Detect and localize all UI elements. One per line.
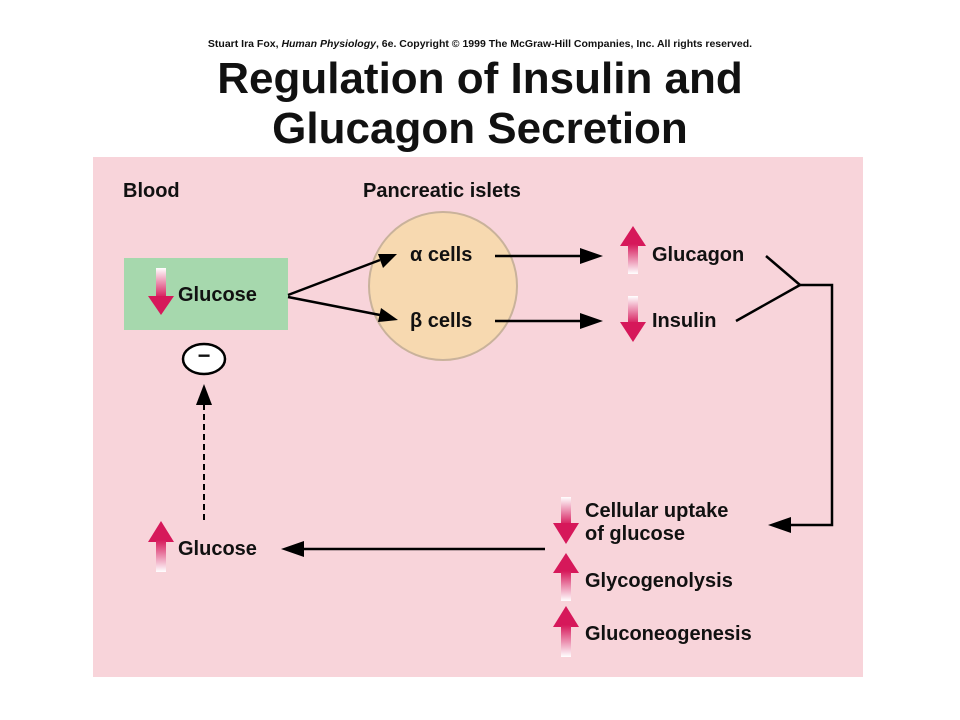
glucagon-label: Glucagon — [652, 244, 745, 266]
glucagon-increase-arrow-icon — [620, 226, 646, 274]
glucose-to-alpha-arrow — [287, 254, 397, 297]
negative-feedback-arrow — [196, 384, 212, 520]
page-title: Regulation of Insulin and Glucagon Secre… — [0, 54, 960, 154]
title-line-2: Glucagon Secretion — [272, 104, 688, 153]
glucose-increase-arrow-icon — [148, 521, 174, 572]
glycogenolysis-label: Glycogenolysis — [585, 570, 733, 592]
copyright-book-title: Human Physiology — [281, 38, 376, 50]
cellular-uptake-label-line2: of glucose — [585, 523, 686, 545]
copyright-rest: , 6e. Copyright © 1999 The McGraw-Hill C… — [375, 38, 753, 50]
glucose-box — [124, 258, 288, 330]
alpha-to-glucagon-arrow — [495, 248, 603, 264]
inhibition-symbol — [181, 342, 227, 376]
hormone-effect-connector — [735, 255, 834, 533]
pancreatic-islets-label: Pancreatic islets — [363, 180, 521, 202]
glucose-high-label: Glucose — [178, 538, 257, 560]
cellular-uptake-label-line1: Cellular uptake — [585, 500, 729, 522]
gluconeogenesis-increase-arrow-icon — [553, 606, 579, 657]
pancreatic-islet-circle — [368, 211, 518, 361]
insulin-decrease-arrow-icon — [620, 296, 646, 342]
glucose-low-label: Glucose — [178, 284, 257, 306]
copyright-author: Stuart Ira Fox, — [207, 38, 279, 50]
glucose-to-beta-arrow — [287, 295, 398, 322]
copyright-notice: Stuart Ira Fox, Human Physiology, 6e. Co… — [0, 38, 960, 50]
insulin-label: Insulin — [652, 310, 717, 332]
blood-label: Blood — [123, 180, 180, 202]
inhibition-minus-sign: − — [197, 343, 211, 368]
beta-cells-label: β cells — [410, 310, 473, 332]
title-line-1: Regulation of Insulin and — [217, 54, 743, 103]
gluconeogenesis-label: Gluconeogenesis — [585, 623, 752, 645]
uptake-decrease-arrow-icon — [553, 497, 579, 544]
effects-to-glucose-arrow — [281, 541, 545, 557]
glycogenolysis-increase-arrow-icon — [553, 553, 579, 601]
alpha-cells-label: α cells — [410, 244, 473, 266]
glucose-decrease-arrow-icon — [148, 268, 174, 315]
beta-to-insulin-arrow — [495, 313, 603, 329]
